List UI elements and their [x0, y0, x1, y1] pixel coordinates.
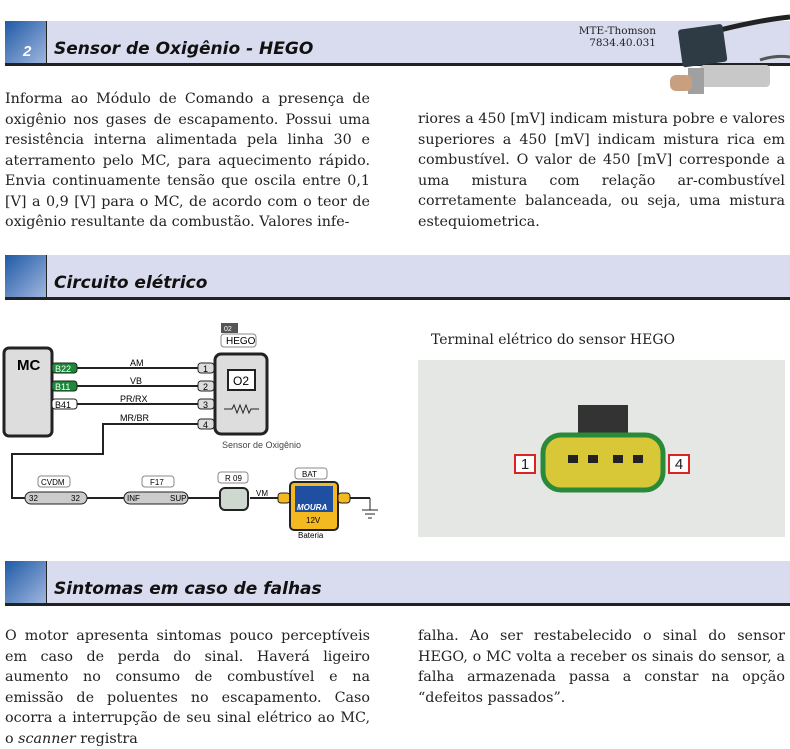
- o2-label: O2: [233, 374, 249, 388]
- wire-pr-rx: PR/RX: [120, 394, 148, 404]
- section-title: Circuito elétrico: [54, 273, 208, 293]
- pin-b22: B22: [55, 364, 71, 374]
- part-number: 7834.40.031: [589, 37, 656, 49]
- pin-b11: B11: [55, 382, 70, 392]
- terminal-pin-4-marker: 4: [668, 454, 690, 474]
- section-title: Sintomas em caso de falhas: [54, 579, 322, 599]
- fuse-sup: SUP: [170, 494, 186, 503]
- brand: MTE-Thomson: [578, 25, 656, 37]
- sensor-pin-2: 2: [203, 382, 208, 392]
- section-number: 2: [23, 43, 32, 60]
- mc-label: MC: [17, 357, 40, 374]
- sensor-tag: HEGO: [226, 336, 256, 347]
- cvdm-pin-right: 32: [71, 494, 80, 503]
- sensor-pin-4: 4: [203, 420, 208, 430]
- section-header-sensor: 2 Sensor de Oxigênio - HEGO: [5, 21, 790, 66]
- section-header-symptoms: Sintomas em caso de falhas: [5, 561, 790, 606]
- connector-photo: [540, 405, 666, 493]
- battery-voltage: 12V: [306, 516, 321, 525]
- sensor-pin-1: 1: [203, 364, 208, 374]
- wire-am: AM: [130, 358, 144, 368]
- sensor-code: 02: [224, 326, 232, 333]
- sensor-label: Sensor de Oxigênio: [222, 440, 301, 450]
- battery-caption: Bateria: [298, 531, 324, 540]
- cvdm-pin-left: 32: [29, 494, 38, 503]
- wire-vm: VM: [256, 489, 268, 498]
- battery-brand: MOURA: [297, 503, 327, 512]
- intro-text-col2: riores a 450 [mV] indicam mistura pobre …: [418, 111, 785, 230]
- fuse-label: F17: [150, 478, 164, 487]
- terminal-pin-1-marker: 1: [514, 454, 536, 474]
- page-title: Sensor de Oxigênio - HEGO: [54, 39, 314, 59]
- terminal-photo-panel: Terminal elétrico do sensor HEGO 1 4: [418, 320, 785, 537]
- wire-mr-br: MR/BR: [120, 413, 150, 423]
- sensor-pin-3: 3: [203, 400, 208, 410]
- section-box: [5, 255, 47, 297]
- pin-b41: B41: [55, 400, 71, 410]
- battery-label: BAT: [302, 470, 317, 479]
- cvdm-label: CVDM: [41, 478, 65, 487]
- wire-vb: VB: [130, 376, 142, 386]
- circuit-diagram: MC B22 B11 B41 AM VB PR/RX MR/BR 1 2 3 4…: [2, 323, 378, 540]
- intro-text-col1: Informa ao Módulo de Comando a presença …: [5, 91, 370, 230]
- relay-label: R 09: [225, 474, 242, 483]
- section-header-circuit: Circuito elétrico: [5, 255, 790, 300]
- fuse-inf: INF: [127, 494, 140, 503]
- ground-icon: [362, 498, 378, 519]
- symptoms-text-col2: falha. Ao ser restabelecido o sinal do s…: [418, 628, 785, 706]
- symptoms-text-col1: O motor apresenta sintomas pouco percept…: [5, 628, 370, 747]
- section-number-box: 2: [5, 21, 47, 63]
- terminal-caption: Terminal elétrico do sensor HEGO: [431, 332, 676, 348]
- section-box: [5, 561, 47, 603]
- sensor-photo: [670, 14, 790, 94]
